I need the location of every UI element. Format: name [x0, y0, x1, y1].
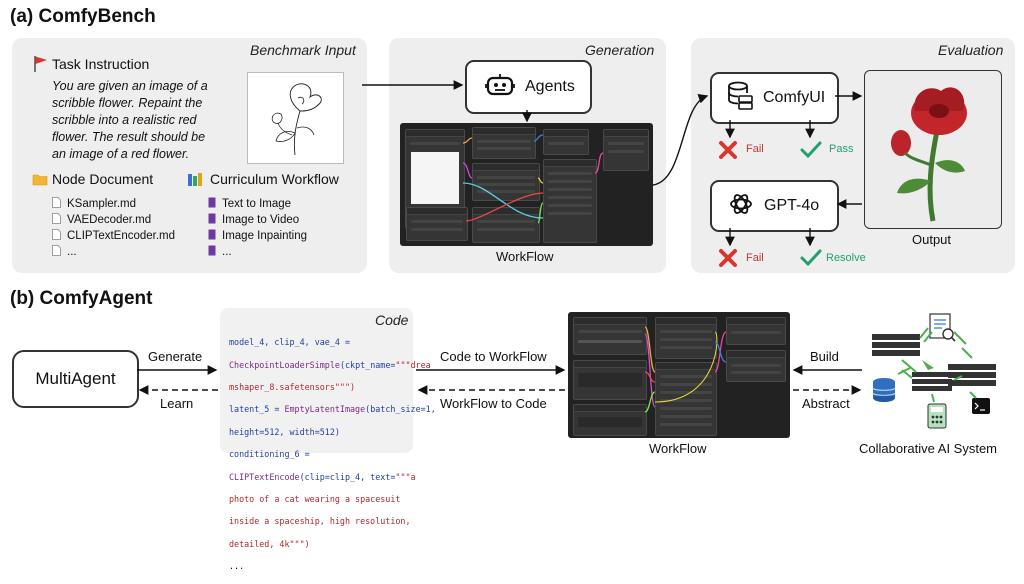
workflow-node — [573, 360, 647, 400]
workflow-node — [573, 317, 647, 355]
calculator-icon — [927, 403, 947, 429]
fail-label: Fail — [746, 143, 764, 155]
code-line: CLIPTextEncode(clip=clip_4, text="""a — [229, 471, 416, 482]
curriculum-workflow-title: Curriculum Workflow — [210, 171, 339, 187]
code-line: model_4, clip_4, vae_4 = — [229, 337, 351, 348]
list-item: CLIPTextEncoder.md — [52, 228, 175, 244]
generation-workflow-screenshot — [400, 123, 653, 246]
task-instruction-text: You are given an image of a scribble flo… — [52, 79, 208, 161]
evaluation-label: Evaluation — [938, 42, 1004, 58]
resolve-check-icon — [800, 248, 822, 273]
workflow-node — [406, 207, 468, 241]
collaborative-system-caption: Collaborative AI System — [859, 441, 998, 456]
fail-cross-icon — [718, 140, 738, 165]
workflow-links — [462, 134, 604, 224]
output-image — [864, 70, 1002, 229]
book-icon — [208, 229, 216, 243]
pass-label: Pass — [829, 143, 854, 155]
node-document-list: KSampler.md VAEDecoder.md CLIPTextEncode… — [52, 196, 175, 260]
terminal-icon — [972, 398, 990, 414]
multiagent-label: MultiAgent — [35, 369, 116, 388]
list-item: Text to Image — [208, 196, 307, 212]
fail-label-2: Fail — [746, 252, 764, 264]
comfyui-box: ComfyUI — [710, 72, 839, 124]
generate-label: Generate — [148, 349, 203, 364]
section-b-title: (b) ComfyAgent — [10, 288, 153, 309]
server-stack-icon — [872, 334, 996, 391]
document-search-icon — [929, 313, 956, 342]
workflow-node — [472, 207, 540, 243]
code-line: photo of a cat wearing a spacesuit — [229, 494, 401, 505]
workflow-node — [726, 317, 786, 345]
workflow-node — [573, 404, 647, 436]
workflow-node — [655, 362, 717, 436]
multiagent-box: MultiAgent — [12, 350, 139, 408]
benchmark-input-label: Benchmark Input — [250, 42, 356, 58]
workflow-node — [603, 129, 649, 171]
code-line: CheckpointLoaderSimple(ckpt_name="""drea — [229, 359, 431, 370]
code-line: ... — [229, 561, 245, 572]
workflow-node — [726, 350, 786, 382]
book-icon — [208, 197, 216, 211]
code-block: model_4, clip_4, vae_4 = CheckpointLoade… — [229, 326, 436, 584]
pass-check-icon — [800, 140, 822, 165]
list-item: Image Inpainting — [208, 228, 307, 244]
database-server-icon — [726, 81, 754, 116]
collaborative-ai-system — [862, 312, 1012, 440]
robot-icon — [485, 72, 515, 103]
list-item: KSampler.md — [52, 196, 175, 212]
list-item: Image to Video — [208, 212, 307, 228]
code-line: inside a spaceship, high resolution, — [229, 516, 411, 527]
curriculum-workflow-list: Text to Image Image to Video Image Inpai… — [208, 196, 307, 260]
code-line: conditioning_6 = — [229, 449, 310, 460]
scribble-flower-image — [247, 72, 344, 164]
list-item: ... — [208, 244, 307, 260]
comfyagent-workflow-caption: WorkFlow — [649, 441, 707, 456]
file-icon — [52, 229, 61, 243]
code-line: latent_5 = EmptyLatentImage(batch_size=1… — [229, 404, 436, 415]
learn-label: Learn — [160, 396, 194, 411]
code-line: detailed, 4k""") — [229, 538, 310, 549]
book-icon — [208, 213, 216, 227]
books-icon — [187, 172, 203, 192]
file-icon — [52, 213, 61, 227]
workflow-node — [655, 317, 717, 359]
comfyui-label: ComfyUI — [763, 89, 826, 106]
workflow-to-code-label: WorkFlow to Code — [440, 396, 547, 411]
code-to-workflow-label: Code to WorkFlow — [440, 349, 547, 364]
task-instruction-title: Task Instruction — [52, 56, 150, 72]
section-a-title: (a) ComfyBench — [10, 6, 156, 27]
workflow-node — [543, 159, 597, 243]
gpt4o-label: GPT-4o — [764, 197, 820, 214]
code-line: height=512, width=512) — [229, 426, 340, 437]
flag-icon — [33, 55, 49, 78]
list-item: VAEDecoder.md — [52, 212, 175, 228]
folder-icon — [32, 173, 48, 191]
workflow-node — [543, 129, 589, 155]
code-panel — [220, 308, 413, 453]
generation-label: Generation — [585, 42, 655, 58]
output-caption: Output — [912, 232, 952, 247]
list-item: ... — [52, 244, 175, 260]
agents-label: Agents — [525, 78, 575, 95]
database-icon — [872, 378, 896, 402]
workflow-links — [644, 326, 727, 413]
workflow-node — [472, 127, 536, 159]
resolve-label: Resolve — [826, 252, 866, 264]
code-label: Code — [375, 312, 409, 328]
comfyagent-workflow-screenshot — [568, 312, 790, 438]
abstract-label: Abstract — [802, 396, 850, 411]
workflow-node — [472, 163, 540, 201]
build-label: Build — [810, 349, 839, 364]
file-icon — [52, 197, 61, 211]
file-icon — [52, 245, 61, 259]
openai-logo-icon — [728, 191, 754, 222]
node-document-title: Node Document — [52, 171, 154, 187]
fail-cross-icon — [718, 248, 738, 273]
gpt4o-box: GPT-4o — [710, 180, 839, 232]
book-icon — [208, 245, 216, 259]
agents-box: Agents — [465, 60, 592, 114]
code-line: mshaper_8.safetensors""") — [229, 382, 356, 393]
generation-workflow-caption: WorkFlow — [496, 249, 554, 264]
